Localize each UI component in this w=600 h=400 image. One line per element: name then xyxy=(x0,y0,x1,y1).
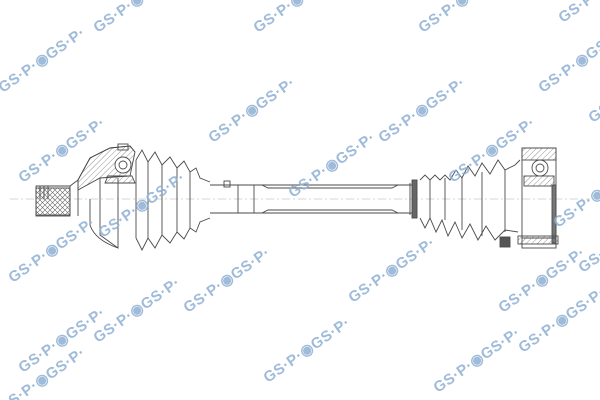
outer-boot xyxy=(135,149,231,252)
outer-cv-joint xyxy=(77,143,136,249)
inner-cv-joint xyxy=(517,147,559,249)
axle-shaft xyxy=(210,179,418,219)
splined-stub xyxy=(35,179,79,217)
inner-boot xyxy=(419,159,521,248)
